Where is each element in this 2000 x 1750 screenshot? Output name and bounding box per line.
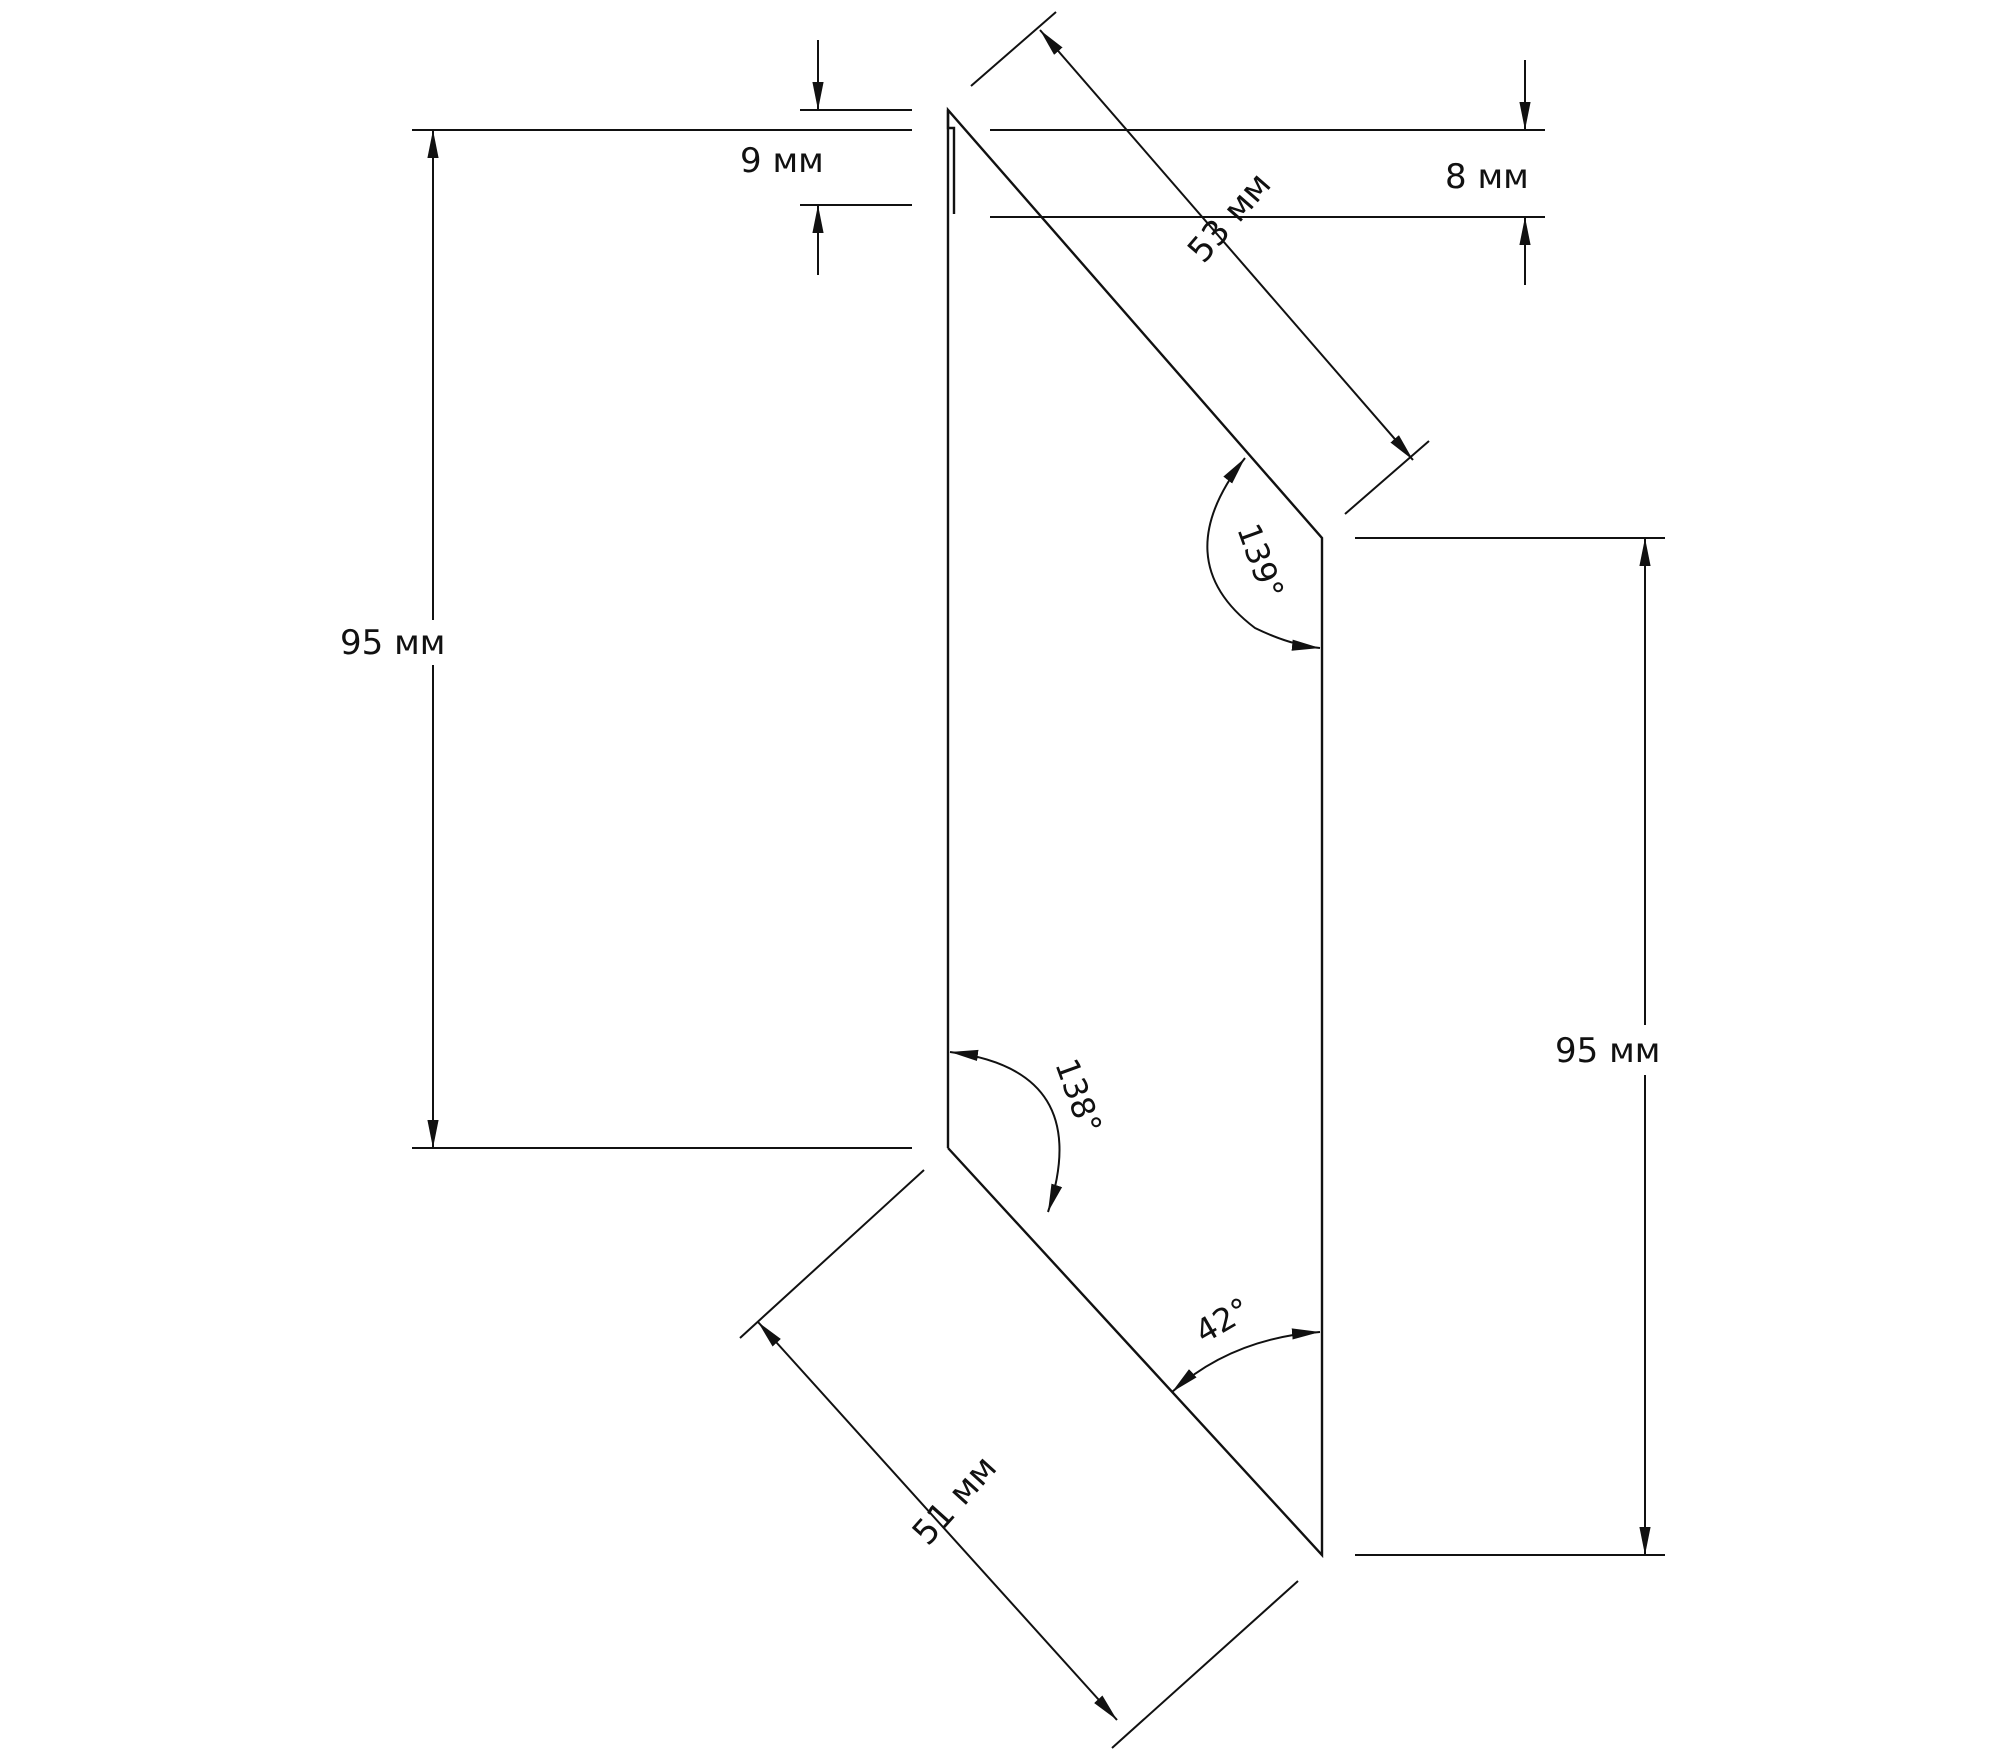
angle-arc xyxy=(1171,1328,1321,1393)
extension-line xyxy=(1344,440,1430,515)
part-profile xyxy=(946,106,1324,1559)
bottom-slope-dimension: 51 мм xyxy=(739,1169,1299,1749)
angle-arc xyxy=(1206,457,1321,651)
angle-138-annotation: 138° xyxy=(949,1049,1109,1213)
dimension-label: 8 мм xyxy=(1445,157,1529,197)
extension-line xyxy=(739,1169,925,1339)
angle-label: 42° xyxy=(1188,1290,1256,1351)
height-left-dimension: 95 мм xyxy=(340,129,912,1149)
dimension-line xyxy=(1039,29,1414,461)
dimension-line xyxy=(757,1321,1118,1721)
dimension-label: 9 мм xyxy=(740,141,824,181)
angle-139-annotation: 139° xyxy=(1206,457,1321,651)
angle-arc xyxy=(949,1049,1063,1213)
top-slope-dimension: 53 мм xyxy=(970,11,1430,515)
dimension-label: 95 мм xyxy=(1555,1031,1660,1071)
fold-right-dimension: 8 мм xyxy=(990,60,1545,285)
angle-42-annotation: 42° xyxy=(1171,1290,1321,1393)
fold-left-dimension: 9 мм xyxy=(740,40,912,275)
extension-line xyxy=(970,11,1057,87)
top-fold-hem xyxy=(946,110,956,214)
angle-label: 139° xyxy=(1229,519,1291,604)
dimension-label: 95 мм xyxy=(340,623,445,663)
extension-line xyxy=(1111,1580,1299,1749)
height-right-dimension: 95 мм xyxy=(1355,537,1665,1556)
part-outline xyxy=(946,106,1324,1559)
